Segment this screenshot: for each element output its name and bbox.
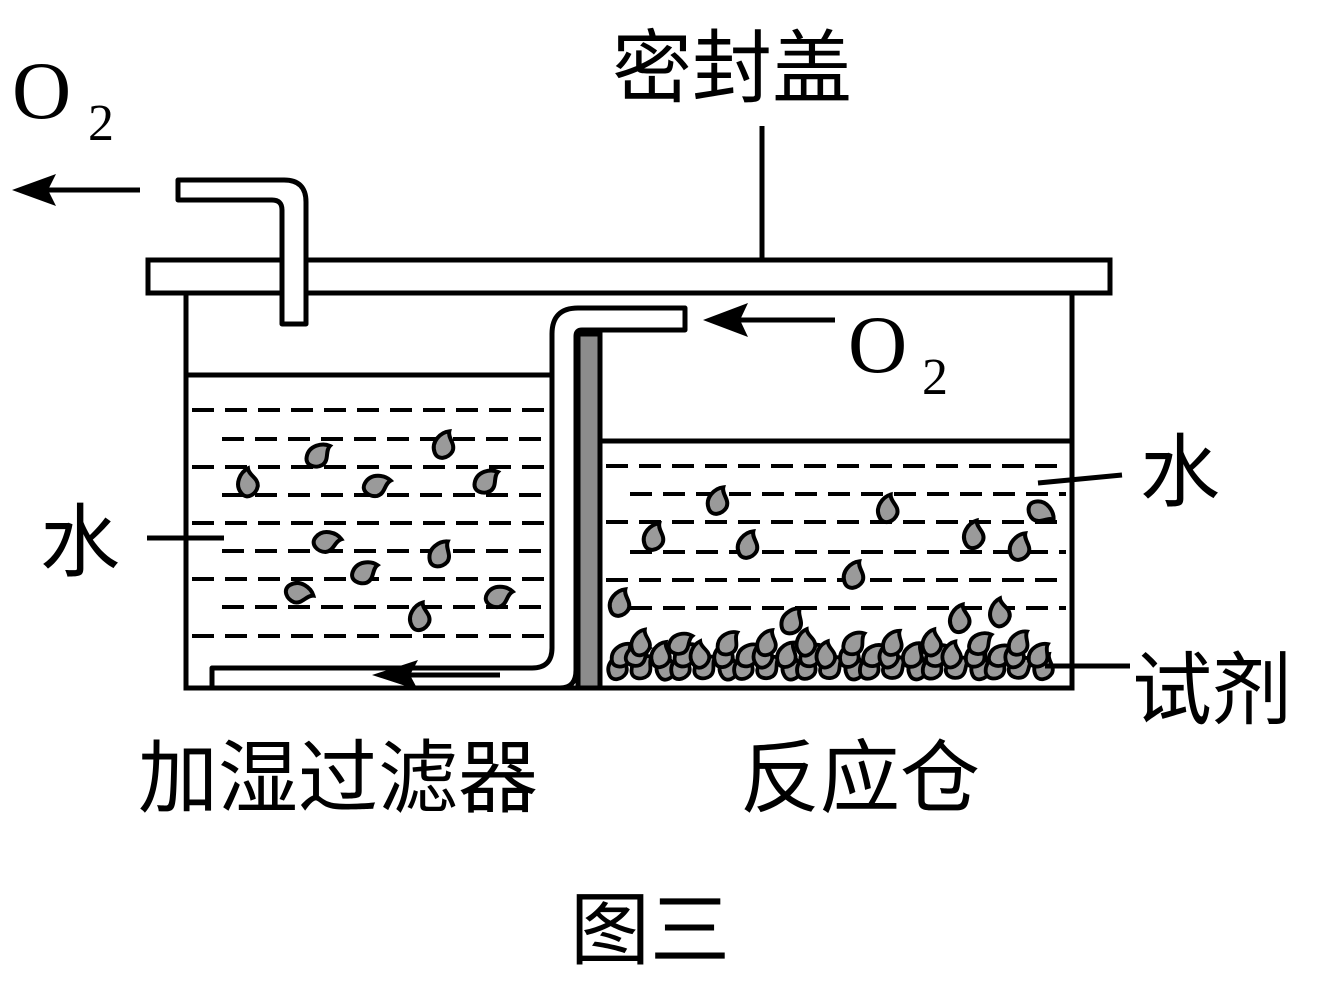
particle — [311, 530, 345, 554]
particle — [236, 465, 260, 499]
particle — [1026, 641, 1051, 669]
particle — [629, 627, 652, 658]
particle — [948, 601, 972, 635]
particle — [283, 581, 317, 605]
left-chamber-particles — [236, 429, 517, 633]
particle — [841, 630, 868, 657]
particle — [775, 640, 798, 669]
particle — [779, 606, 804, 636]
particle — [472, 468, 502, 495]
particle — [794, 626, 818, 658]
particle — [350, 560, 381, 586]
particle — [814, 638, 837, 670]
particle — [1026, 499, 1056, 524]
particle — [967, 631, 995, 656]
particle — [688, 638, 712, 670]
water-right-label: 水 — [1140, 426, 1220, 519]
particle — [715, 630, 741, 657]
particle — [705, 485, 730, 516]
reagent-pile — [606, 626, 1055, 682]
particle — [755, 627, 778, 658]
reagent-label: 试剂 — [1132, 644, 1292, 737]
particle — [876, 491, 900, 525]
particle — [649, 639, 672, 670]
inlet-o2-symbol: O — [848, 299, 907, 390]
figure-caption: 图三 — [570, 884, 730, 977]
particle — [304, 442, 334, 469]
lid-label: 密封盖 — [612, 22, 852, 115]
particle — [641, 521, 666, 552]
particle — [940, 639, 963, 670]
bottom-flow-arrow — [372, 660, 500, 690]
particle — [666, 631, 696, 656]
particle — [841, 559, 866, 590]
particle — [361, 473, 395, 499]
particle — [1007, 629, 1030, 657]
particle — [881, 628, 904, 657]
particle — [988, 595, 1012, 629]
inlet-tube — [209, 305, 688, 691]
particle — [1007, 531, 1032, 562]
water-left-label: 水 — [40, 496, 120, 589]
right-water-dashes — [606, 464, 1066, 610]
particle — [408, 599, 432, 633]
right-chamber-particles — [607, 485, 1056, 636]
outlet-arrow — [12, 174, 140, 206]
outlet-o2-symbol: O — [12, 45, 71, 136]
outlet-o2-subscript: 2 — [88, 95, 114, 152]
particle — [962, 517, 986, 551]
particle — [901, 641, 924, 669]
particle — [431, 429, 456, 460]
particle — [427, 539, 452, 569]
container-walls — [183, 293, 1075, 691]
particle — [920, 626, 943, 658]
reactor-label: 反应仓 — [740, 732, 980, 825]
humidifier-label: 加湿过滤器 — [138, 732, 538, 825]
divider-wall — [575, 331, 603, 691]
inlet-o2-subscript: 2 — [922, 349, 948, 406]
particle — [607, 587, 632, 618]
particle — [483, 584, 517, 610]
water-right-leader — [1037, 472, 1123, 486]
particle — [735, 529, 760, 560]
outlet-tube — [175, 177, 309, 327]
inlet-arrow — [703, 303, 835, 337]
